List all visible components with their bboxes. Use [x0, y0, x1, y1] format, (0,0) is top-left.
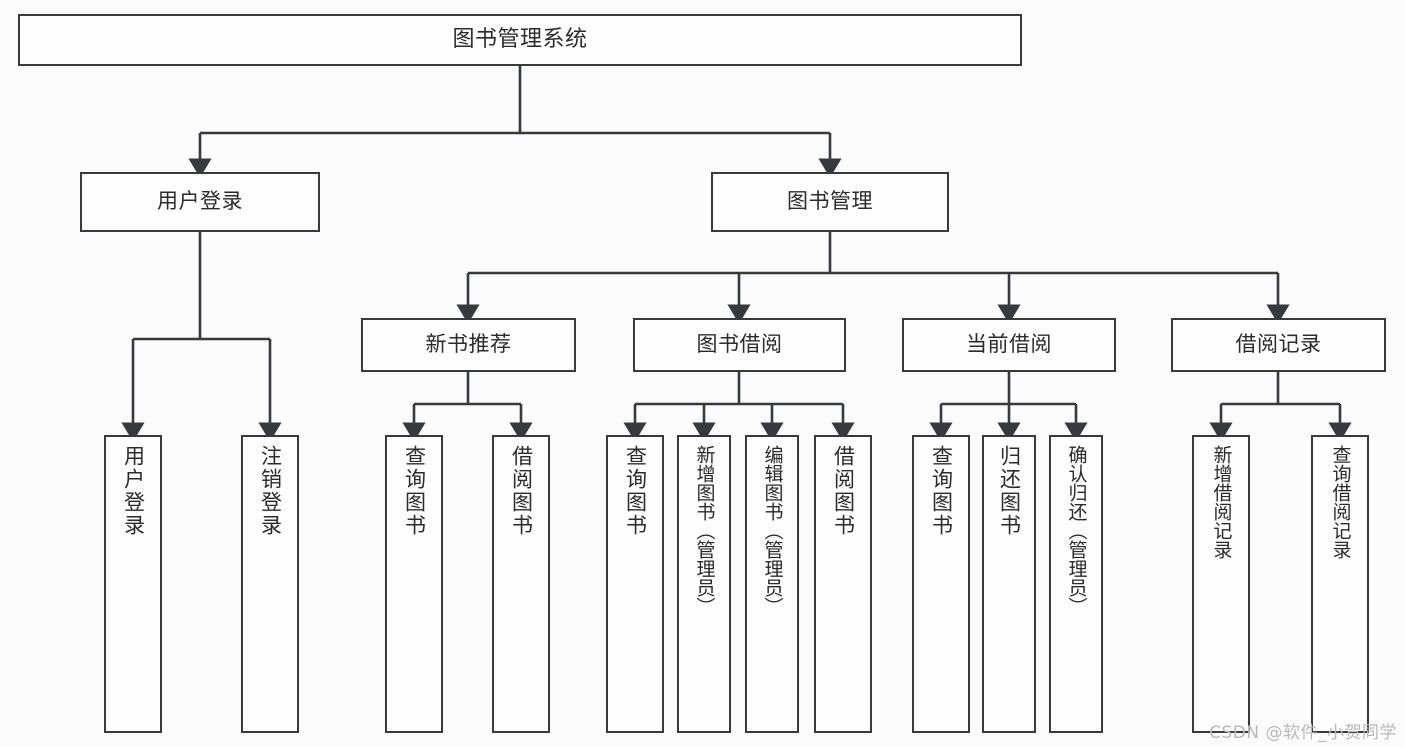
node-label: 用户登录: [157, 189, 243, 214]
leaf-current-borrow-query-book[interactable]: 查询图书: [912, 435, 970, 733]
node-label: 用户登录: [121, 445, 146, 537]
node-label: 新增借阅记录: [1210, 445, 1233, 559]
node-user-login[interactable]: 用户登录: [80, 172, 320, 232]
leaf-book-borrow-borrow-book[interactable]: 借阅图书: [814, 435, 872, 733]
leaf-new-book-query-book[interactable]: 查询图书: [385, 435, 443, 733]
node-label: 图书管理: [787, 189, 873, 214]
leaf-user-login-login[interactable]: 用户登录: [104, 435, 162, 733]
leaf-new-book-borrow-book[interactable]: 借阅图书: [492, 435, 550, 733]
node-label: 编辑图书（管理员）: [761, 445, 784, 616]
leaf-current-borrow-confirm-return-admin[interactable]: 确认归还（管理员）: [1049, 435, 1103, 733]
node-label: 新书推荐: [425, 332, 512, 357]
node-root-system[interactable]: 图书管理系统: [18, 14, 1022, 66]
node-label: 归还图书: [997, 445, 1022, 537]
node-label: 图书借阅: [696, 332, 783, 357]
leaf-book-borrow-edit-book-admin[interactable]: 编辑图书（管理员）: [745, 435, 799, 733]
node-label: 借阅记录: [1235, 332, 1322, 357]
node-borrow-record[interactable]: 借阅记录: [1171, 318, 1386, 372]
node-label: 借阅图书: [831, 445, 856, 537]
node-book-borrow[interactable]: 图书借阅: [633, 318, 846, 372]
node-label: 注销登录: [258, 445, 283, 537]
leaf-book-borrow-query-book[interactable]: 查询图书: [606, 435, 664, 733]
node-label: 借阅图书: [509, 445, 534, 537]
node-book-management[interactable]: 图书管理: [711, 172, 949, 232]
node-label: 查询借阅记录: [1329, 445, 1352, 559]
leaf-borrow-record-add-record[interactable]: 新增借阅记录: [1192, 435, 1250, 733]
node-label: 新增图书（管理员）: [693, 445, 716, 616]
node-label: 图书管理系统: [452, 26, 588, 52]
leaf-book-borrow-add-book-admin[interactable]: 新增图书（管理员）: [677, 435, 731, 733]
leaf-user-login-logout[interactable]: 注销登录: [241, 435, 299, 733]
node-label: 当前借阅: [966, 332, 1052, 357]
node-label: 查询图书: [929, 445, 954, 537]
leaf-borrow-record-query-record[interactable]: 查询借阅记录: [1311, 435, 1369, 733]
node-label: 确认归还（管理员）: [1065, 445, 1088, 616]
node-label: 查询图书: [623, 445, 648, 537]
node-label: 查询图书: [402, 445, 427, 537]
leaf-current-borrow-return-book[interactable]: 归还图书: [982, 435, 1036, 733]
csdn-watermark: CSDN @软件_小贺同学: [1209, 723, 1397, 743]
node-new-book-recommend[interactable]: 新书推荐: [361, 318, 576, 372]
node-current-borrow[interactable]: 当前借阅: [902, 318, 1116, 372]
